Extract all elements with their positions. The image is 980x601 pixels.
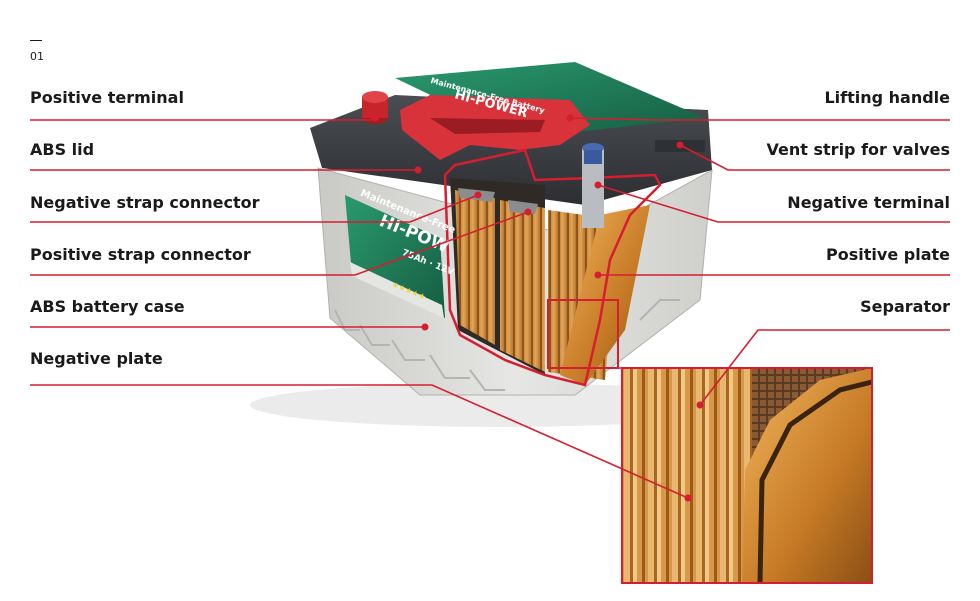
label-abs-lid: ABS lid (30, 140, 95, 159)
side-label-strip (350, 262, 444, 318)
label-negative-strap-connector: Negative strap connector (30, 193, 260, 212)
label-negative-plate: Negative plate (30, 349, 163, 368)
figure-number-dash (30, 40, 42, 41)
zoom-separator (742, 368, 872, 583)
negative-terminal-post (582, 148, 604, 228)
label-separator: Separator (860, 297, 950, 316)
positive-terminal-body (362, 97, 388, 118)
zoom-separator-edge (757, 379, 873, 584)
leader-lines (30, 117, 950, 499)
side-label-panel (345, 195, 445, 318)
label-lifting-handle: Lifting handle (824, 88, 950, 107)
positive-terminal-top (362, 91, 388, 103)
zoom-source-box (547, 299, 619, 369)
leader-positive-strap-connector (30, 211, 529, 276)
lifting-handle-grip (430, 118, 545, 134)
leader-lifting-handle (569, 117, 950, 121)
leader-negative-strap-connector (30, 194, 479, 223)
zoom-inset-frame (621, 367, 873, 584)
cutaway-outline (443, 148, 662, 387)
leader-positive-terminal (30, 117, 376, 121)
figure-number: 01 (30, 50, 44, 63)
negative-terminal-sleeve (584, 150, 602, 164)
leader-negative-plate (30, 384, 689, 499)
label-positive-plate: Positive plate (826, 245, 950, 264)
label-vent-strip-for-valves: Vent strip for valves (766, 140, 950, 159)
cell-plates-1 (455, 190, 495, 345)
label-positive-terminal: Positive terminal (30, 88, 184, 107)
case-ribs (334, 299, 680, 391)
leader-negative-terminal (597, 184, 950, 223)
label-positive-strap-connector: Positive strap connector (30, 245, 251, 264)
label-negative-terminal: Negative terminal (787, 193, 950, 212)
leader-separator (699, 329, 950, 406)
leader-vent-strip-for-valves (679, 144, 950, 171)
cell-plates-2 (500, 200, 545, 372)
label-abs-battery-case: ABS battery case (30, 297, 185, 316)
leader-dots (371, 114, 704, 502)
